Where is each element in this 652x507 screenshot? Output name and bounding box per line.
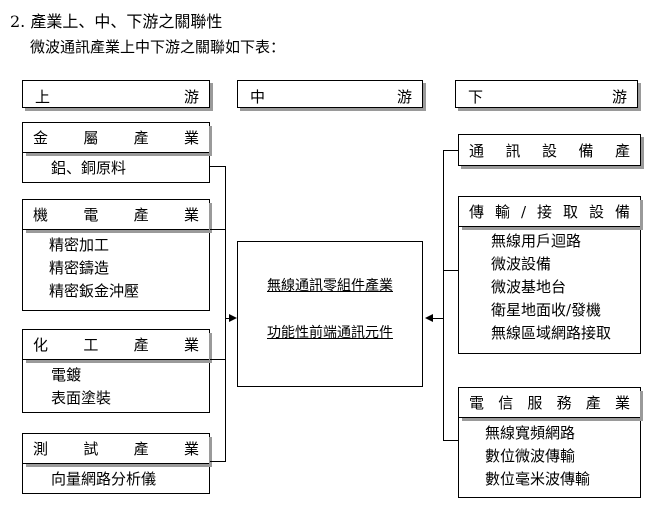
title-char: 機	[33, 206, 49, 224]
title-char: 業	[183, 440, 199, 458]
arrow-right-icon	[229, 314, 237, 322]
upstream-box-title: 測 試 產 業	[23, 434, 209, 464]
title-char: 備	[614, 203, 630, 221]
downstream-box-title: 傳 輸 / 接 取 設 備	[459, 197, 640, 227]
connector-line	[210, 461, 225, 462]
list-item: 精密鈑金沖壓	[49, 282, 140, 300]
midstream-box: 無線通訊零組件產業 功能性前端通訊元件	[237, 241, 423, 387]
title-char: 產	[133, 336, 149, 354]
title-char: 工	[83, 336, 99, 354]
title-char: 產	[614, 141, 630, 160]
connector-line	[225, 318, 231, 319]
header-midstream-right: 游	[396, 88, 412, 106]
title-char: 設	[588, 203, 604, 221]
downstream-box-body: 無線寬頻網路 數位微波傳輸 數位毫米波傳輸	[459, 418, 640, 491]
downstream-box-body: 無線用戶迴路 微波設備 微波基地台 衛星地面收/發機 無線區域網路接取	[459, 227, 640, 345]
upstream-box-title: 機 電 產 業	[23, 200, 209, 230]
title-char: 務	[556, 394, 572, 412]
header-downstream-left: 下	[468, 88, 484, 106]
list-item: 無線區域網路接取	[491, 324, 612, 342]
list-item: 無線用戶迴路	[491, 232, 582, 250]
title-char: 產	[585, 394, 601, 412]
upstream-box-body: 向量網路分析儀	[23, 464, 209, 491]
list-item: 精密加工	[49, 236, 110, 254]
title-char: 電	[469, 394, 485, 412]
upstream-box-testing: 測 試 產 業 向量網路分析儀	[22, 433, 210, 494]
title-char: 電	[83, 206, 99, 224]
list-item: 電鍍	[51, 366, 82, 384]
list-item: 數位毫米波傳輸	[485, 470, 591, 488]
connector-line	[210, 166, 225, 167]
title-char: 服	[527, 394, 543, 412]
upstream-box-body: 鋁、銅原料	[23, 153, 209, 180]
list-item: 精密鑄造	[49, 259, 110, 277]
upstream-box-title: 化 工 產 業	[23, 330, 209, 360]
downstream-box-telecom: 電 信 服 務 產 業 無線寬頻網路 數位微波傳輸 數位毫米波傳輸	[458, 387, 641, 498]
connector-line	[443, 440, 458, 441]
arrow-left-icon	[425, 314, 433, 322]
header-upstream-left: 上	[35, 88, 51, 106]
title-char: 屬	[83, 129, 99, 147]
connector-line	[443, 150, 444, 441]
title-char: 設	[541, 141, 557, 160]
title-char: 業	[183, 129, 199, 147]
title-char: 化	[33, 336, 49, 354]
header-downstream-right: 游	[611, 88, 627, 106]
downstream-box-title: 電 信 服 務 產 業	[459, 388, 640, 418]
header-upstream-right: 游	[183, 88, 199, 106]
list-item: 衛星地面收/發機	[491, 301, 602, 319]
title-char: 通	[469, 141, 485, 160]
title-char: 輸	[494, 203, 510, 221]
downstream-box-title: 通 訊 設 備 產	[459, 135, 640, 165]
list-item: 數位微波傳輸	[485, 447, 576, 465]
connector-line	[443, 150, 458, 151]
title-char: 備	[578, 141, 594, 160]
title-char: 業	[183, 206, 199, 224]
connector-line	[210, 359, 225, 360]
connector-line	[443, 270, 458, 271]
list-item: 鋁、銅原料	[51, 159, 127, 177]
list-item: 向量網路分析儀	[51, 470, 157, 488]
upstream-box-chemical: 化 工 產 業 電鍍 表面塗裝	[22, 329, 210, 413]
midstream-line: 功能性前端通訊元件	[267, 325, 393, 341]
list-item: 微波基地台	[491, 278, 567, 296]
list-item: 微波設備	[491, 255, 552, 273]
header-downstream: 下 游	[455, 80, 638, 108]
section-heading: 2. 產業上、中、下游之關聯性	[10, 12, 223, 31]
midstream-line: 無線通訊零組件產業	[267, 278, 393, 294]
title-char: /	[520, 202, 527, 221]
header-midstream: 中 游	[237, 80, 423, 108]
title-char: 試	[83, 440, 99, 458]
upstream-box-metal: 金 屬 產 業 鋁、銅原料	[22, 122, 210, 183]
title-char: 產	[133, 440, 149, 458]
title-char: 取	[562, 203, 578, 221]
header-midstream-left: 中	[250, 88, 266, 106]
title-char: 傳	[469, 203, 485, 221]
list-item: 表面塗裝	[51, 389, 112, 407]
section-subheading: 微波通訊產業上中下游之關聯如下表：	[30, 38, 286, 56]
title-char: 訊	[505, 141, 521, 160]
title-char: 測	[33, 440, 49, 458]
title-char: 信	[498, 394, 514, 412]
title-char: 業	[614, 394, 630, 412]
upstream-box-body: 電鍍 表面塗裝	[23, 360, 209, 410]
connector-line	[210, 229, 225, 230]
upstream-box-title: 金 屬 產 業	[23, 123, 209, 153]
title-char: 業	[183, 336, 199, 354]
connector-line	[225, 166, 226, 462]
upstream-box-electromech: 機 電 產 業 精密加工 精密鑄造 精密鈑金沖壓	[22, 199, 210, 311]
title-char: 產	[133, 206, 149, 224]
downstream-box-transmission: 傳 輸 / 接 取 設 備 無線用戶迴路 微波設備 微波基地台 衛星地面收/發機…	[458, 196, 641, 354]
title-char: 產	[133, 129, 149, 147]
connector-line	[432, 318, 444, 319]
header-upstream: 上 游	[22, 80, 210, 108]
title-char: 接	[537, 203, 553, 221]
title-char: 金	[33, 129, 49, 147]
downstream-box-equipment: 通 訊 設 備 產	[458, 134, 641, 166]
upstream-box-body: 精密加工 精密鑄造 精密鈑金沖壓	[23, 230, 209, 303]
list-item: 無線寬頻網路	[485, 424, 576, 442]
